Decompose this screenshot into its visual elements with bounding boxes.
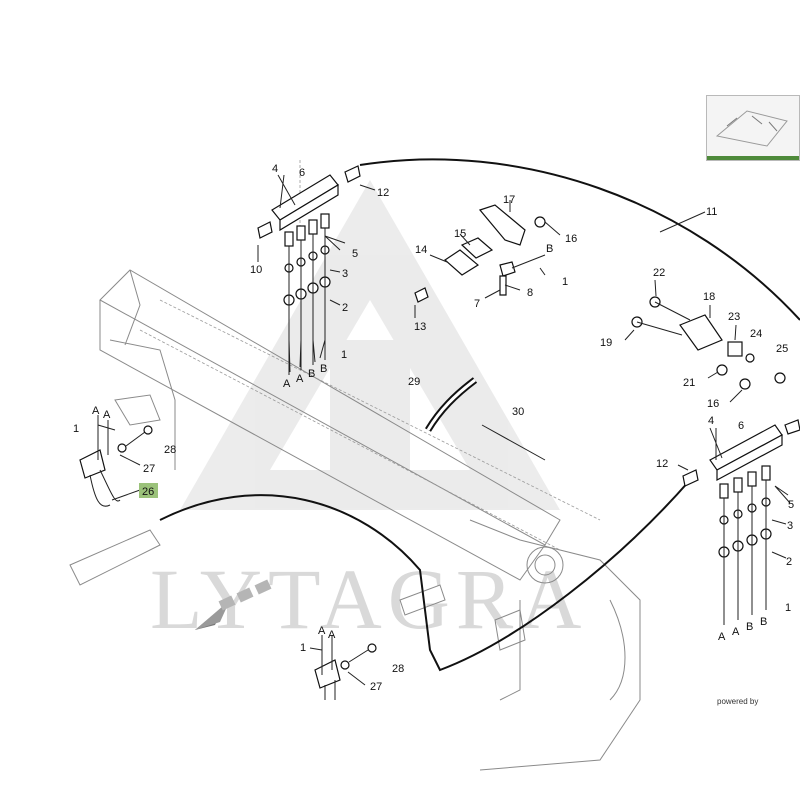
watermark-text: LYTAGRA	[150, 551, 587, 647]
callout-1: 1	[300, 642, 306, 654]
direction-arrow	[195, 579, 272, 630]
callout-19: 19	[600, 337, 612, 349]
callout-16: 16	[565, 233, 577, 245]
callout-14: 14	[415, 244, 427, 256]
clip-assembly-bottom	[314, 635, 377, 700]
port-label: A	[92, 405, 100, 417]
manifold-block-lower	[682, 419, 800, 625]
callout-12: 12	[377, 187, 389, 199]
callout-6: 6	[299, 167, 305, 179]
callout-15: 15	[454, 228, 466, 240]
callout-29: 29	[408, 376, 420, 388]
callout-7: 7	[474, 298, 480, 310]
callout-5: 5	[352, 248, 358, 260]
callout-23: 23	[728, 311, 740, 323]
callout-6: 6	[738, 420, 744, 432]
callout-1: 1	[73, 423, 79, 435]
port-label: B	[546, 243, 553, 255]
callout-10: 10	[250, 264, 262, 276]
port-label: B	[320, 363, 327, 375]
callout-labels: 4 6 12 10 5 3 2 1 A A B B 11 17 15 16 14…	[73, 163, 794, 693]
valve-bracket-assembly	[414, 204, 546, 303]
callout-27: 27	[370, 681, 382, 693]
cable-tie-30	[481, 424, 546, 461]
callout-18: 18	[703, 291, 715, 303]
callout-30: 30	[512, 406, 524, 418]
callout-3: 3	[787, 520, 793, 532]
port-label: A	[328, 629, 336, 641]
leader-lines	[97, 174, 791, 686]
port-label: A	[732, 626, 740, 638]
callout-13: 13	[414, 321, 426, 333]
highlight-box-26	[139, 483, 158, 498]
callout-24: 24	[750, 328, 762, 340]
thumbnail-accent-bar	[707, 156, 799, 160]
port-label: A	[296, 373, 304, 385]
callout-11: 11	[706, 206, 717, 218]
callout-28: 28	[392, 663, 404, 675]
thumbnail-drawing	[715, 110, 788, 147]
callout-4: 4	[708, 415, 714, 427]
callout-1: 1	[785, 602, 791, 614]
port-label: A	[718, 631, 726, 643]
callout-2: 2	[786, 556, 792, 568]
callout-1: 1	[562, 276, 568, 288]
hose-11	[359, 158, 800, 321]
port-label: A	[318, 625, 326, 637]
callout-8: 8	[527, 287, 533, 299]
port-label: B	[760, 616, 767, 628]
callout-3: 3	[342, 268, 348, 280]
callout-4: 4	[272, 163, 278, 175]
port-label: B	[746, 621, 753, 633]
callout-28: 28	[164, 444, 176, 456]
callout-1: 1	[341, 349, 347, 361]
clip-assembly-left	[79, 415, 153, 507]
callout-2: 2	[342, 302, 348, 314]
port-label: A	[103, 409, 111, 421]
watermark-logo	[180, 180, 560, 510]
callout-26: 26	[142, 486, 154, 498]
callout-17: 17	[503, 194, 515, 206]
callout-27: 27	[143, 463, 155, 475]
callout-16: 16	[707, 398, 719, 410]
overview-thumbnail[interactable]	[706, 95, 800, 161]
frame-outline	[69, 269, 641, 771]
callout-25: 25	[776, 343, 788, 355]
valve-assembly-right	[631, 296, 786, 390]
callout-12: 12	[656, 458, 668, 470]
manifold-block-upper	[257, 165, 361, 375]
callout-5: 5	[788, 499, 794, 511]
callout-21: 21	[683, 377, 695, 389]
port-label: B	[308, 368, 315, 380]
port-label: A	[283, 378, 291, 390]
powered-by-text: powered by	[717, 697, 759, 706]
callout-22: 22	[653, 267, 665, 279]
hose-lower	[159, 479, 691, 672]
